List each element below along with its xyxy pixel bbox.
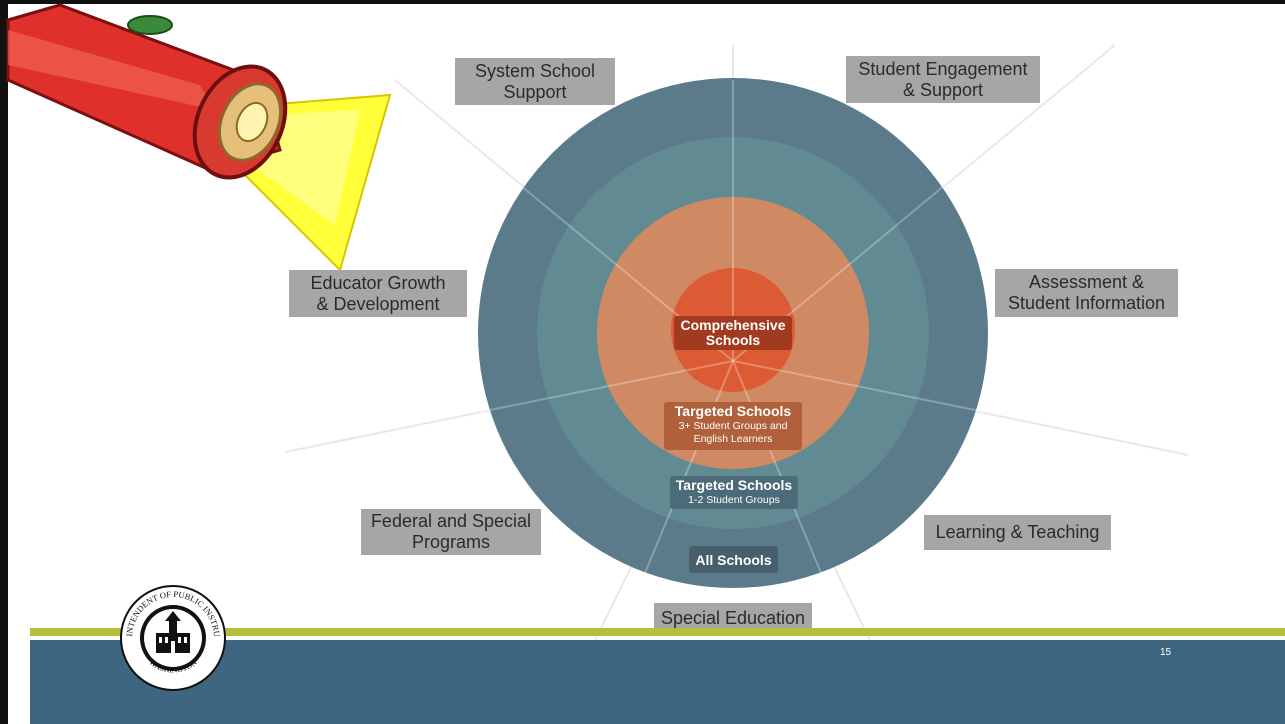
label-federal-special-line1: Federal and Special [370,511,532,531]
tag-all-schools: All Schools [689,546,778,573]
label-system-school-support: System School Support [455,58,615,105]
label-special-education-line1: Special Education [660,607,806,628]
tag-targeted-1-2-sub: 1-2 Student Groups [688,494,780,506]
label-learning-teaching: Learning & Teaching [924,515,1111,550]
label-federal-special: Federal and Special Programs [361,509,541,555]
label-educator-growth-line1: Educator Growth [310,272,446,293]
tag-comprehensive: Comprehensive Schools [674,316,792,350]
label-system-school-support-line2: Support [503,81,567,102]
tag-targeted-1-2-title: Targeted Schools [675,477,793,493]
label-learning-teaching-line1: Learning & Teaching [935,522,1100,542]
label-assessment-line2: Student Information [1007,293,1166,313]
label-student-engagement-line1: Student Engagement [858,58,1028,79]
footer-band [30,640,1285,724]
label-educator-growth-line2: & Development [316,293,440,314]
state-seal-icon: SUPERINTENDENT OF PUBLIC INSTRUCTION WAS… [118,583,226,691]
label-student-engagement-line2: & Support [902,79,984,100]
label-educator-growth: Educator Growth & Development [289,270,467,317]
tag-targeted-3plus-sub1: 3+ Student Groups and [678,420,788,432]
flashlight-icon [6,3,392,272]
label-assessment: Assessment & Student Information [995,269,1178,317]
tag-all-schools-title: All Schools [695,551,772,568]
label-student-engagement: Student Engagement & Support [846,56,1040,103]
tag-targeted-3plus-title: Targeted Schools [674,403,792,419]
tag-targeted-1-2: Targeted Schools 1-2 Student Groups [670,476,798,509]
slide-border-top [0,0,1285,4]
label-federal-special-line2: Programs [411,532,490,552]
tag-comprehensive-line1: Comprehensive [680,317,786,333]
footer-accent-line [30,628,1285,636]
label-assessment-line1: Assessment & [1028,272,1145,292]
tag-targeted-3plus: Targeted Schools 3+ Student Groups and E… [664,402,802,450]
page-number: 15 [1160,647,1172,658]
slide-border-left [0,0,8,724]
tag-targeted-3plus-sub2: English Learners [693,433,773,445]
label-system-school-support-line1: System School [474,60,596,81]
tag-comprehensive-line2: Schools [705,332,761,348]
